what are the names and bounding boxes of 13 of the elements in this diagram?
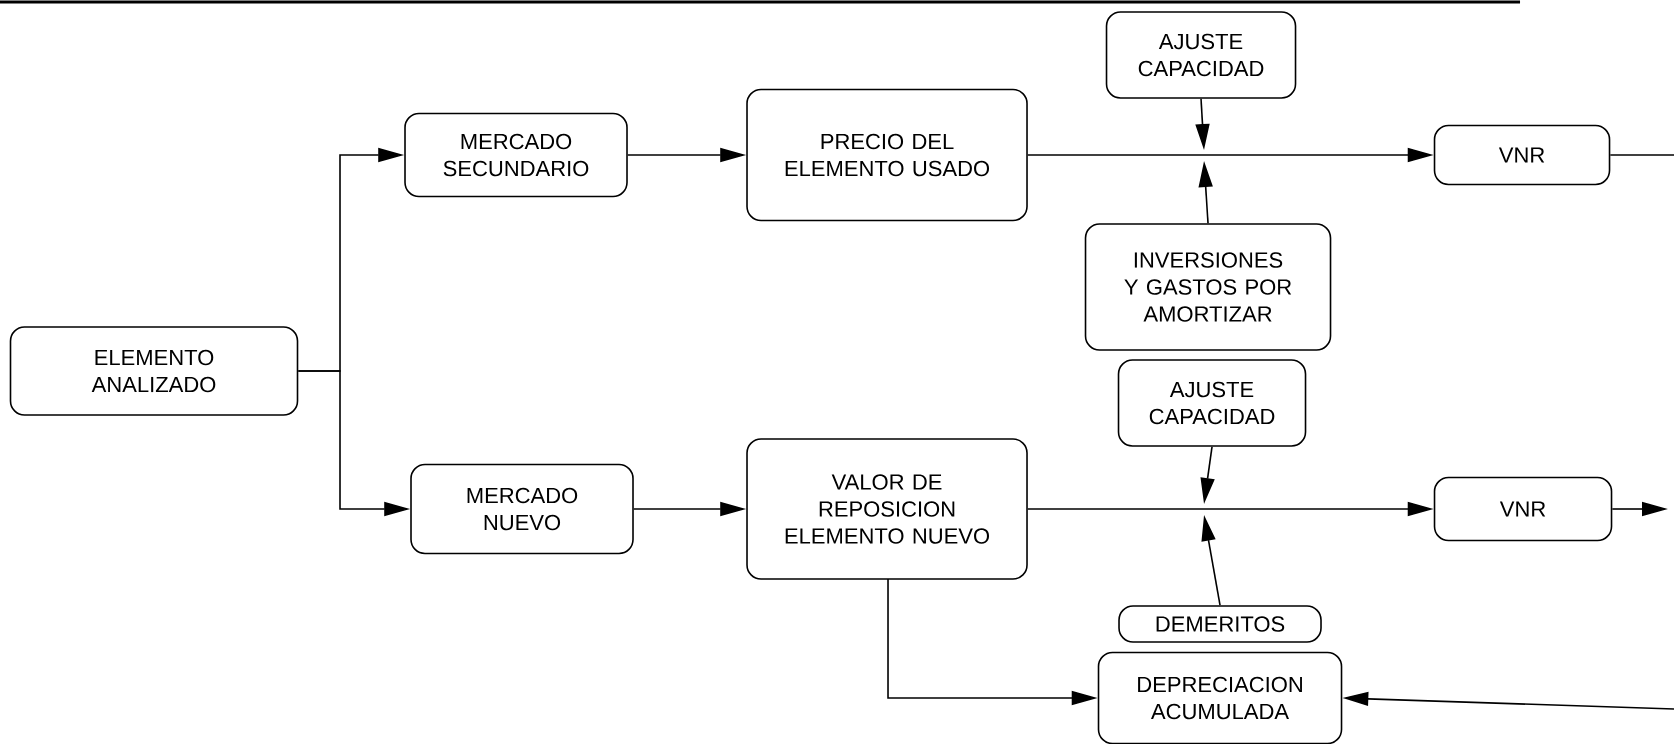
rounded-box: INVERSIONES Y GASTOS POR AMORTIZAR — [1084, 223, 1332, 351]
rounded-box: MERCADO SECUNDARIO — [404, 112, 628, 198]
connector-line — [1609, 154, 1674, 156]
rounded-box: ELEMENTO ANALIZADO — [9, 326, 299, 416]
rounded-box: MERCADO NUEVO — [410, 463, 634, 555]
rounded-box: AJUSTE CAPACIDAD — [1117, 359, 1307, 447]
rounded-box: DEMERITOS — [1118, 605, 1322, 643]
rounded-box: VNR — [1433, 476, 1613, 542]
rounded-box: AJUSTE CAPACIDAD — [1105, 11, 1297, 99]
rounded-box: PRECIO DEL ELEMENTO USADO — [746, 88, 1028, 222]
rounded-box: DEPRECIACION ACUMULADA — [1097, 651, 1343, 744]
rounded-box: VNR — [1433, 124, 1611, 186]
rounded-box: VALOR DE REPOSICION ELEMENTO NUEVO — [746, 438, 1028, 580]
